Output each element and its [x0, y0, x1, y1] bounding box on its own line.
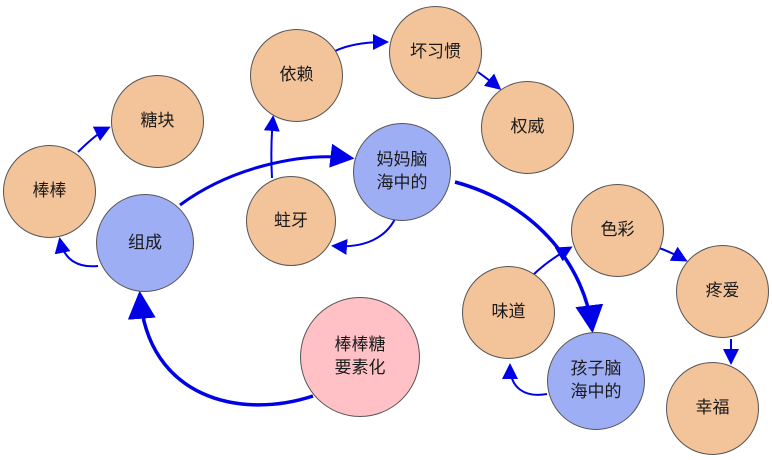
- edge-zucheng-to-bangbang: [54, 237, 99, 268]
- node-weidao[interactable]: 味道: [462, 266, 555, 359]
- edge-haizi-to-weidao: [502, 363, 548, 396]
- node-yilai[interactable]: 依赖: [250, 29, 343, 122]
- node-tangkuai[interactable]: 糖块: [111, 75, 204, 168]
- node-huaixiguan[interactable]: 坏习惯: [389, 6, 482, 99]
- edge-secai-to-tengai: [658, 246, 688, 262]
- node-zucheng[interactable]: 组成: [96, 194, 194, 292]
- node-xingfu[interactable]: 幸福: [666, 362, 759, 455]
- node-bangbang[interactable]: 棒棒: [3, 145, 96, 238]
- edge-huaixiguan-to-quanwei: [477, 71, 502, 90]
- node-quanwei[interactable]: 权威: [481, 81, 574, 174]
- edge-bangbang-to-tangkuai: [77, 126, 111, 153]
- edge-weidao-to-secai: [531, 246, 573, 277]
- node-zhuya[interactable]: 蛀牙: [246, 176, 336, 266]
- edge-zhuya-to-yilai: [263, 115, 280, 179]
- edge-zucheng-to-mama: [179, 143, 355, 207]
- node-center[interactable]: 棒棒糖 要素化: [300, 297, 420, 417]
- edge-yilai-to-huaixiguan: [334, 34, 389, 52]
- node-tengai[interactable]: 疼爱: [676, 245, 769, 338]
- edge-mama-to-haizi: [454, 180, 604, 334]
- edge-center-to-zucheng: [127, 290, 314, 407]
- node-mama[interactable]: 妈妈脑 海中的: [353, 123, 451, 221]
- node-secai[interactable]: 色彩: [571, 184, 664, 277]
- node-haizi[interactable]: 孩子脑 海中的: [547, 332, 645, 430]
